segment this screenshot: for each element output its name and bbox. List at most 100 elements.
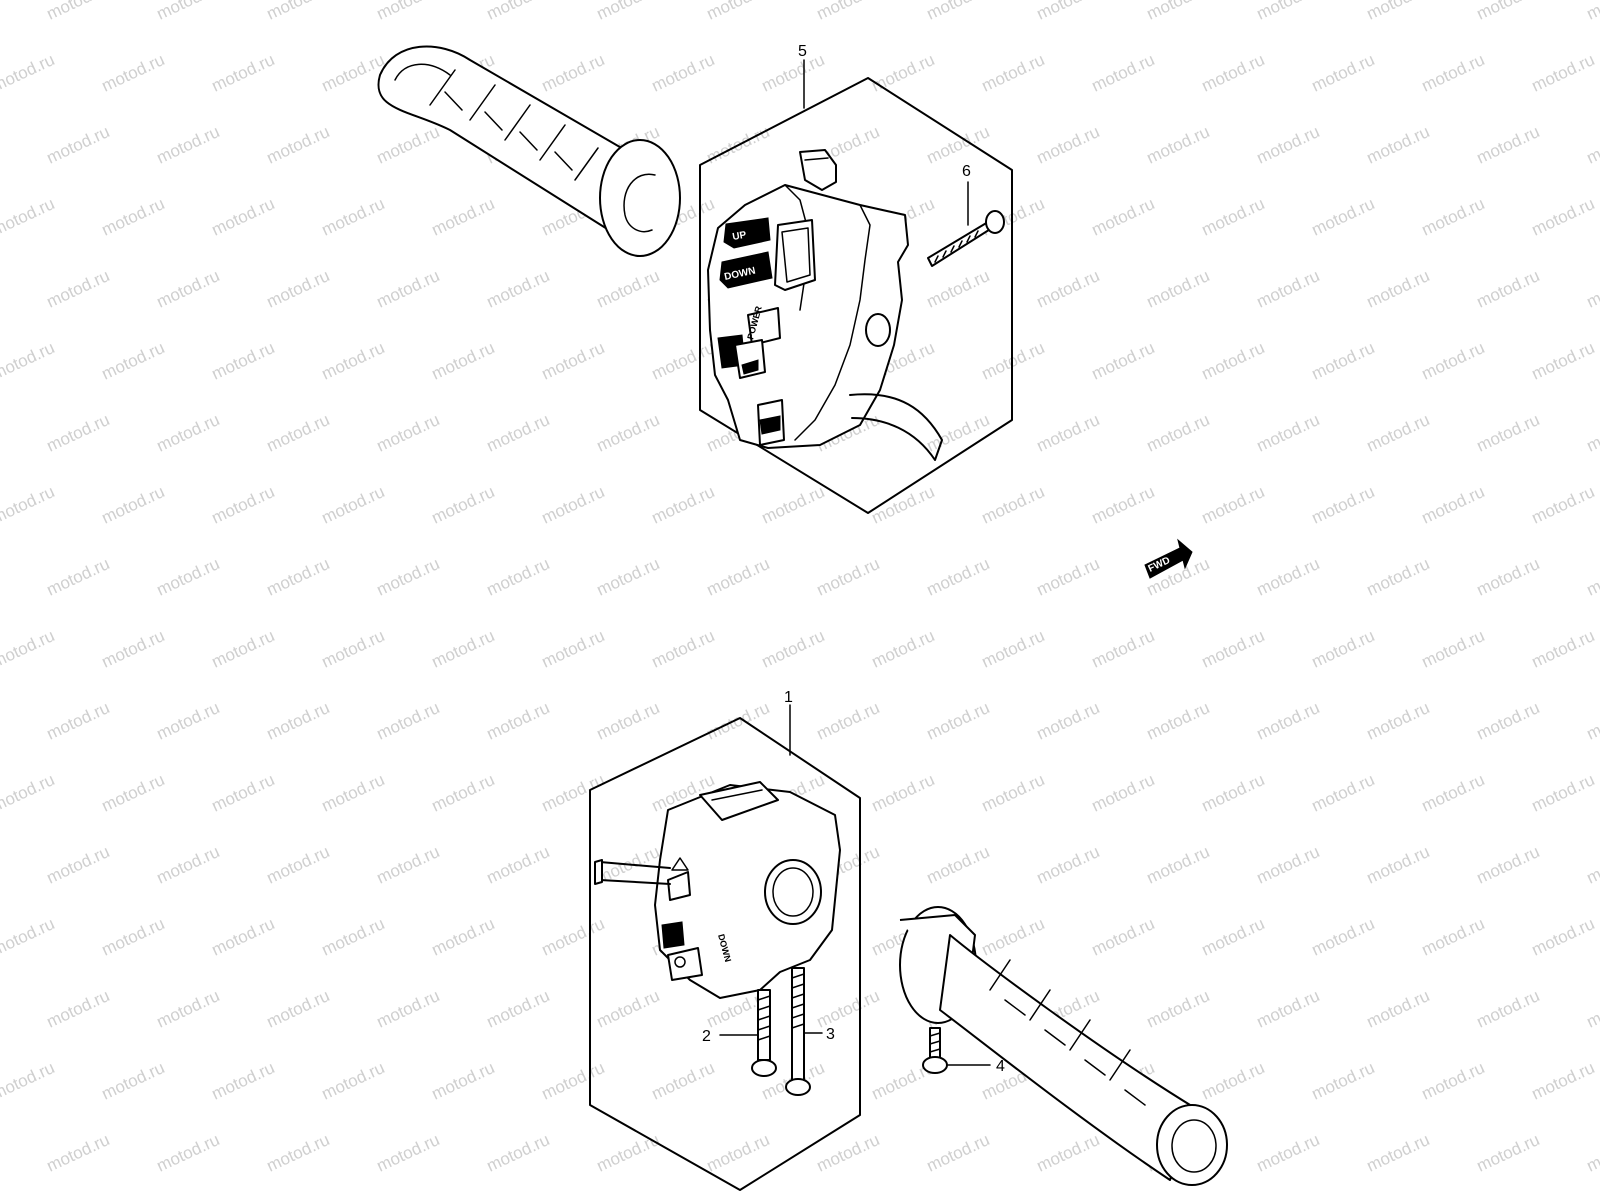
watermark-text: motod.ru: [209, 338, 278, 384]
watermark-text: motod.ru: [1584, 698, 1600, 744]
watermark-text: motod.ru: [374, 698, 443, 744]
watermark-text: motod.ru: [594, 986, 663, 1032]
watermark-text: motod.ru: [1034, 0, 1103, 24]
watermark-text: motod.ru: [0, 626, 57, 672]
watermark-text: motod.ru: [649, 626, 718, 672]
watermark-text: motod.ru: [1144, 0, 1213, 24]
watermark-text: motod.ru: [539, 914, 608, 960]
watermark-text: motod.ru: [1364, 842, 1433, 888]
watermark-text: motod.ru: [264, 842, 333, 888]
watermark-text: motod.ru: [539, 1058, 608, 1104]
watermark-text: motod.ru: [429, 914, 498, 960]
callout-6: 6: [962, 163, 971, 180]
watermark-text: motod.ru: [1419, 338, 1488, 384]
watermark-text: motod.ru: [1419, 914, 1488, 960]
left-switch-housing: DOWN: [594, 781, 841, 999]
watermark-text: motod.ru: [154, 1130, 223, 1176]
watermark-text: motod.ru: [869, 770, 938, 816]
watermark-text: motod.ru: [1584, 554, 1600, 600]
watermark-text: motod.ru: [264, 1130, 333, 1176]
watermark-text: motod.ru: [594, 266, 663, 312]
watermark-text: motod.ru: [319, 194, 388, 240]
watermark-text: motod.ru: [704, 0, 773, 24]
right-handlebar-switch-assembly: 5 UP DOWN POWER: [377, 43, 1013, 514]
watermark-text: motod.ru: [924, 410, 993, 456]
callout-3: 3: [826, 1026, 835, 1043]
watermark-text: motod.ru: [0, 986, 2, 1032]
watermark-text: motod.ru: [44, 410, 113, 456]
watermark-text: motod.ru: [429, 626, 498, 672]
watermark-text: motod.ru: [154, 842, 223, 888]
watermark-text: motod.ru: [539, 482, 608, 528]
watermark-text: motod.ru: [1309, 338, 1378, 384]
watermark-text: motod.ru: [759, 626, 828, 672]
watermark-text: motod.ru: [1309, 914, 1378, 960]
watermark-text: motod.ru: [99, 770, 168, 816]
watermark-text: motod.ru: [319, 770, 388, 816]
left-handlebar-switch-assembly: 1 DOWN 2: [589, 689, 1228, 1191]
screw-3: 3: [785, 967, 835, 1096]
watermark-text: motod.ru: [99, 914, 168, 960]
watermark-text: motod.ru: [979, 626, 1048, 672]
watermark-text: motod.ru: [1364, 554, 1433, 600]
watermark-text: motod.ru: [1199, 914, 1268, 960]
watermark-text: motod.ru: [0, 50, 57, 96]
watermark-text: motod.ru: [649, 338, 718, 384]
watermark-text: motod.ru: [374, 266, 443, 312]
watermark-text: motod.ru: [1364, 266, 1433, 312]
watermark-text: motod.ru: [1254, 410, 1323, 456]
watermark-text: motod.ru: [1309, 50, 1378, 96]
callout-2: 2: [702, 1028, 711, 1045]
watermark-text: motod.ru: [814, 0, 883, 24]
watermark-text: motod.ru: [0, 410, 2, 456]
watermark-text: motod.ru: [1199, 338, 1268, 384]
watermark-text: motod.ru: [594, 1130, 663, 1176]
watermark-text: motod.ru: [99, 482, 168, 528]
watermark-text: motod.ru: [1364, 986, 1433, 1032]
watermark-text: motod.ru: [429, 338, 498, 384]
watermark-text: motod.ru: [99, 194, 168, 240]
watermark-text: motod.ru: [1474, 266, 1543, 312]
watermark-text: motod.ru: [1034, 842, 1103, 888]
watermark-text: motod.ru: [704, 554, 773, 600]
watermark-text: motod.ru: [374, 842, 443, 888]
watermark-text: motod.ru: [429, 770, 498, 816]
watermark-text: motod.ru: [1144, 986, 1213, 1032]
watermark-text: motod.ru: [1584, 0, 1600, 24]
watermark-text: motod.ru: [0, 482, 57, 528]
watermark-text: motod.ru: [209, 194, 278, 240]
watermark-text: motod.ru: [484, 410, 553, 456]
watermark-text: motod.ru: [1529, 1058, 1598, 1104]
watermark-text: motod.ru: [1419, 194, 1488, 240]
watermark-text: motod.ru: [594, 554, 663, 600]
watermark-text: motod.ru: [154, 410, 223, 456]
watermark-text: motod.ru: [1529, 626, 1598, 672]
watermark-text: motod.ru: [44, 266, 113, 312]
watermark-text: motod.ru: [154, 266, 223, 312]
watermark-text: motod.ru: [814, 986, 883, 1032]
watermark-text: motod.ru: [1199, 482, 1268, 528]
watermark-text: motod.ru: [1034, 554, 1103, 600]
watermark-text: motod.ru: [374, 122, 443, 168]
watermark-text: motod.ru: [704, 1130, 773, 1176]
watermark-text: motod.ru: [1584, 266, 1600, 312]
watermark-text: motod.ru: [1529, 50, 1598, 96]
screw-2: 2: [702, 989, 777, 1077]
watermark-text: motod.ru: [154, 698, 223, 744]
watermark-text: motod.ru: [0, 842, 2, 888]
watermark-text: motod.ru: [209, 770, 278, 816]
watermark-text: motod.ru: [1419, 770, 1488, 816]
callout-1: 1: [784, 689, 793, 706]
watermark-text: motod.ru: [1254, 122, 1323, 168]
watermark-text: motod.ru: [1364, 1130, 1433, 1176]
watermark-text: motod.ru: [539, 770, 608, 816]
callout-5: 5: [798, 43, 807, 60]
watermark-text: motod.ru: [484, 1130, 553, 1176]
watermark-text: motod.ru: [1529, 770, 1598, 816]
watermark-text: motod.ru: [264, 698, 333, 744]
selector-dial: [661, 921, 685, 949]
watermark-text: motod.ru: [539, 338, 608, 384]
watermark-text: motod.ru: [924, 698, 993, 744]
watermark-text: motod.ru: [1309, 194, 1378, 240]
